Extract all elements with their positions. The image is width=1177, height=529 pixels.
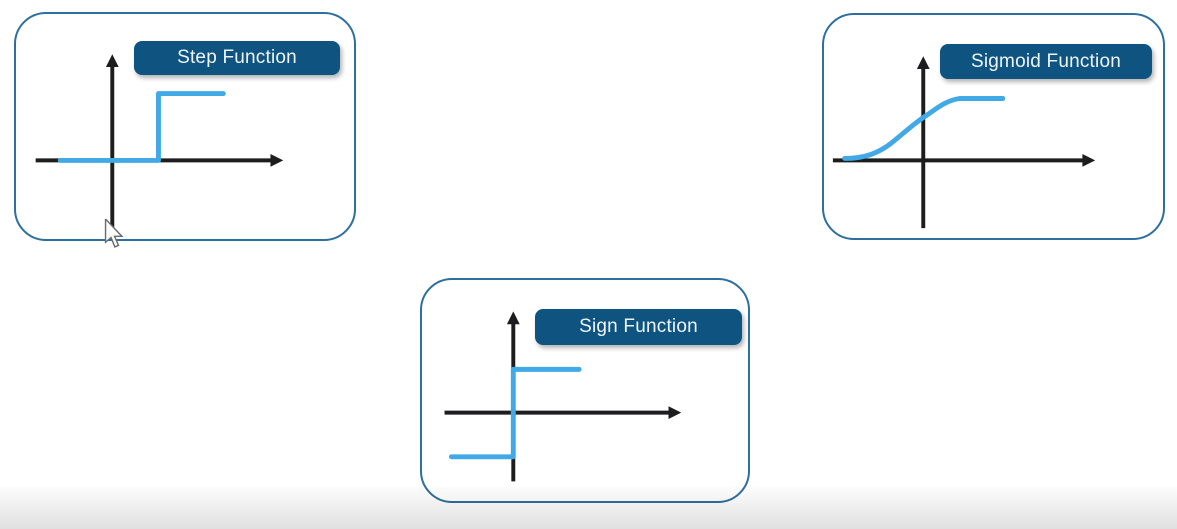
sigmoid-function-plot [832,56,1096,229]
badge-step-function: Step Function [134,41,340,75]
step-function-plot [35,54,284,229]
badge-step-function-label: Step Function [177,47,297,68]
badge-sign-function: Sign Function [535,309,742,345]
sign-function-plot [444,311,682,482]
panel-sign-function: Sign Function [420,278,750,503]
panel-sigmoid-function: Sigmoid Function [822,13,1165,240]
panel-step-function: Step Function [14,12,356,248]
badge-sign-function-label: Sign Function [579,316,698,337]
badge-sigmoid-function-label: Sigmoid Function [971,50,1121,72]
badge-sigmoid-function: Sigmoid Function [940,44,1152,79]
